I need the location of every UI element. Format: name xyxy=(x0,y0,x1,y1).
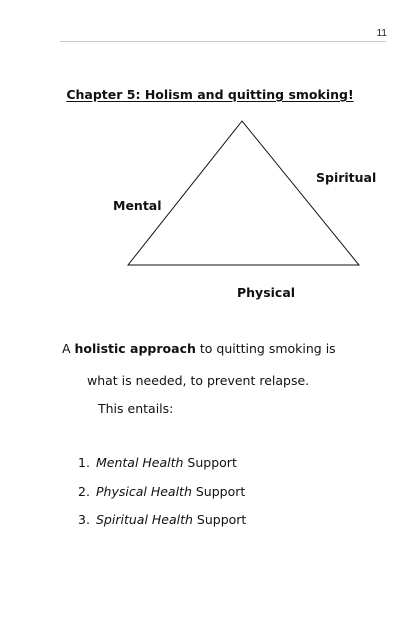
list-item: 2. Physical Health Support xyxy=(78,484,246,513)
holistic-approach-emphasis: holistic approach xyxy=(74,341,196,356)
list-item: 1. Mental Health Support xyxy=(78,455,246,484)
body-line-relapse: what is needed, to prevent relapse. xyxy=(87,373,310,388)
header-rule xyxy=(60,41,386,42)
list-item: 3. Spiritual Health Support xyxy=(78,512,246,541)
list-item-italic: Physical Health xyxy=(96,483,192,499)
support-list: 1. Mental Health Support 2. Physical Healt… xyxy=(78,455,246,541)
body-line-holistic: A holistic approach to quitting smoking … xyxy=(62,341,336,356)
list-item-number: 1. xyxy=(78,455,90,470)
page-number: 11 xyxy=(376,28,387,39)
list-item-italic: Spiritual Health xyxy=(96,512,193,527)
body-line1-prefix: A xyxy=(62,341,75,356)
label-spiritual: Spiritual xyxy=(316,170,376,185)
label-physical: Physical xyxy=(237,285,295,300)
list-item-italic: Mental Health xyxy=(96,455,184,470)
list-item-rest: Support xyxy=(183,455,237,470)
chapter-title: Chapter 5: Holism and quitting smoking! xyxy=(66,87,354,102)
list-item-rest: Support xyxy=(191,483,246,499)
list-item-rest: Support xyxy=(192,512,247,527)
label-mental: Mental xyxy=(113,198,162,213)
triangle-shape xyxy=(126,120,361,266)
body-line1-suffix: to quitting smoking is xyxy=(195,341,336,356)
body-line-entails: This entails: xyxy=(98,401,174,416)
list-item-number: 2. xyxy=(78,483,90,499)
list-item-number: 3. xyxy=(78,512,90,527)
